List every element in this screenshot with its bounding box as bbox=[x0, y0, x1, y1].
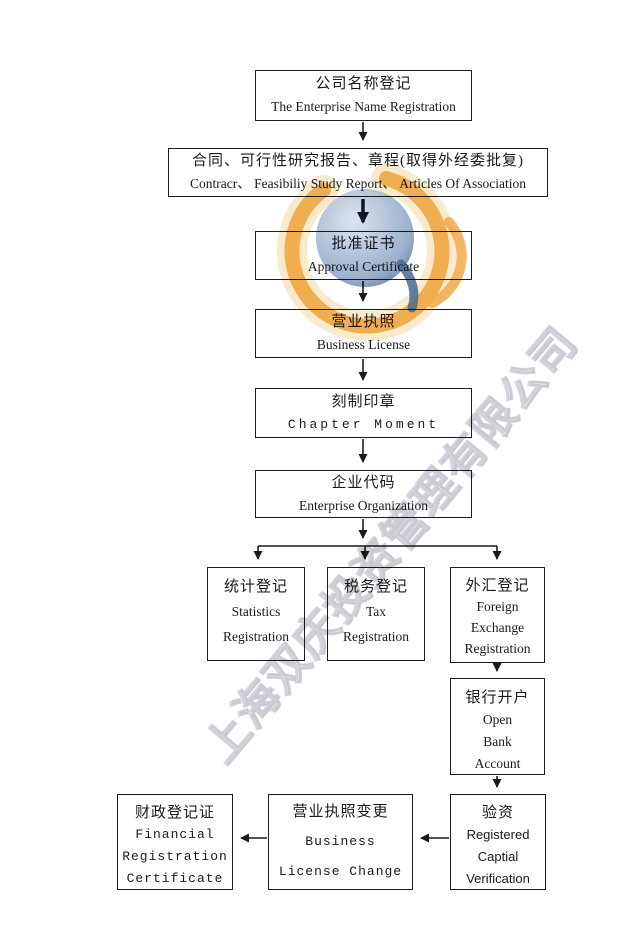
node-label-en: Registered bbox=[466, 827, 530, 842]
node-label-en: Approval Certificate bbox=[307, 259, 420, 274]
node-tax-registration: 税务登记 Tax Registration bbox=[327, 567, 425, 661]
node-foreign-exchange-registration: 外汇登记 Foreign Exchange Registration bbox=[450, 567, 545, 663]
node-label-zh: 公司名称登记 bbox=[315, 76, 412, 92]
node-label-en: Enterprise Organization bbox=[298, 497, 429, 513]
node-company-name-registration: 公司名称登记 The Enterprise Name Registration bbox=[255, 70, 472, 121]
node-label-en: Financial bbox=[135, 827, 215, 842]
node-label-zh: 税务登记 bbox=[343, 579, 408, 595]
node-label-en: Foreign bbox=[476, 599, 519, 614]
node-business-license: 营业执照 Business License bbox=[255, 309, 472, 358]
node-label-zh: 外汇登记 bbox=[465, 578, 530, 594]
node-label-zh: 刻制印章 bbox=[331, 393, 396, 410]
node-label-zh: 验资 bbox=[481, 805, 514, 821]
node-label-en: Captial bbox=[477, 849, 519, 864]
node-label-zh: 统计登记 bbox=[223, 579, 288, 595]
node-statistics-registration: 统计登记 Statistics Registration bbox=[207, 567, 305, 661]
node-label-zh: 营业执照 bbox=[331, 314, 396, 330]
node-label-zh: 银行开户 bbox=[465, 690, 530, 706]
node-label-en: Statistics bbox=[231, 604, 281, 619]
node-label-en: Verification bbox=[466, 871, 530, 886]
node-label-en: Certificate bbox=[126, 871, 224, 886]
node-label-en: Registration bbox=[122, 849, 228, 864]
node-label-en: Exchange bbox=[470, 620, 525, 635]
node-label-zh: 批准证书 bbox=[331, 236, 396, 252]
node-label-zh: 财政登记证 bbox=[134, 805, 215, 821]
node-open-bank-account: 银行开户 Open Bank Account bbox=[450, 678, 545, 775]
node-financial-registration-certificate: 财政登记证 Financial Registration Certificate bbox=[117, 794, 233, 890]
node-label-en: Business License bbox=[316, 337, 411, 352]
node-label-en: Registration bbox=[343, 629, 409, 644]
node-label-en: Chapter Moment bbox=[287, 416, 440, 432]
node-label-en: Registration bbox=[464, 641, 531, 656]
node-label-en: The Enterprise Name Registration bbox=[271, 99, 456, 114]
node-label-en: License Change bbox=[278, 864, 403, 879]
node-business-license-change: 营业执照变更 Business License Change bbox=[268, 794, 413, 890]
node-seal-carving: 刻制印章 Chapter Moment bbox=[255, 388, 472, 438]
node-approval-certificate: 批准证书 Approval Certificate bbox=[255, 231, 472, 280]
node-label-en: Contracr、 Feasibiliy Study Report、 Artic… bbox=[190, 176, 526, 191]
node-label-en: Open bbox=[482, 712, 513, 727]
node-contract-feasibility-articles: 合同、可行性研究报告、章程(取得外经委批复) Contracr、 Feasibi… bbox=[168, 148, 548, 197]
node-label-en: Business bbox=[305, 834, 376, 849]
node-capital-verification: 验资 Registered Captial Verification bbox=[450, 794, 546, 890]
node-label-en: Tax bbox=[365, 604, 387, 619]
node-label-en: Bank bbox=[483, 734, 512, 749]
node-label-en: Registration bbox=[223, 629, 289, 644]
node-label-zh: 营业执照变更 bbox=[292, 804, 389, 820]
node-label-zh: 合同、可行性研究报告、章程(取得外经委批复) bbox=[192, 153, 524, 169]
node-label-zh: 企业代码 bbox=[331, 474, 396, 491]
node-enterprise-code: 企业代码 Enterprise Organization bbox=[255, 470, 472, 518]
node-label-en: Account bbox=[474, 756, 521, 771]
